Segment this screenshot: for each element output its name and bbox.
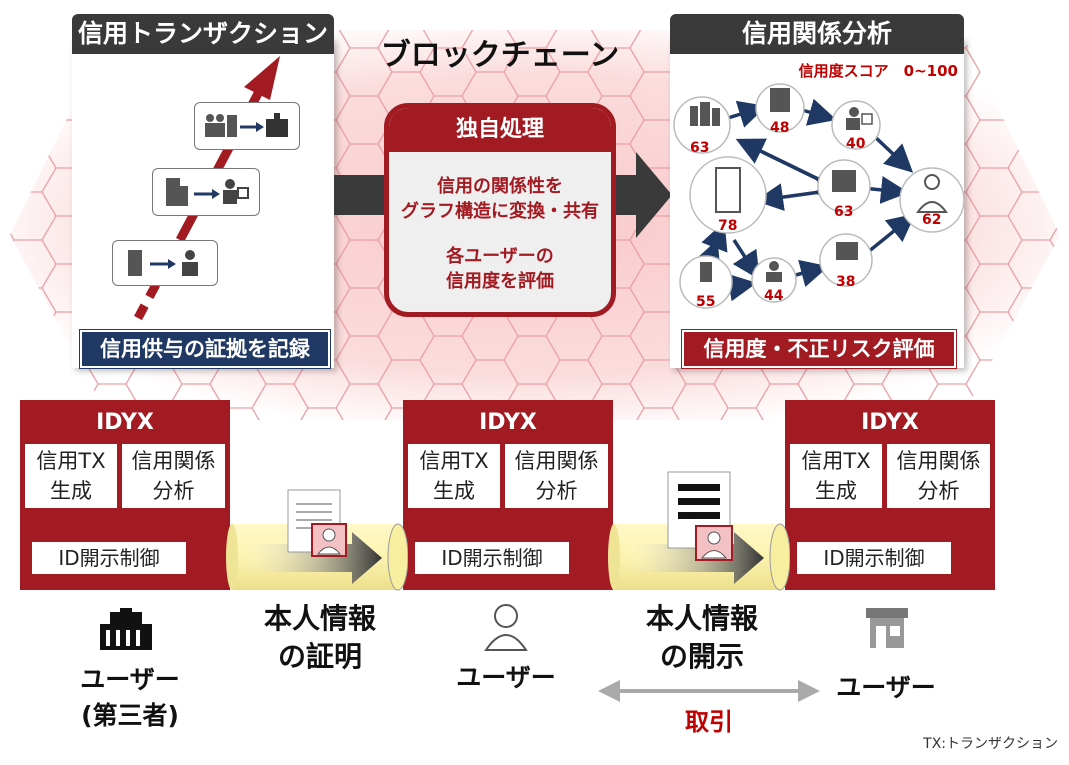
disclosure-pipe	[608, 471, 790, 591]
risk-evaluation-label: 信用度・不正リスク評価	[681, 329, 957, 369]
idyx-title: IDYX	[861, 410, 919, 435]
user-person-icon	[484, 604, 528, 651]
third-party-building-icon	[100, 608, 152, 650]
process-line-3: 各ユーザーの	[446, 246, 554, 267]
node-score: 44	[764, 288, 784, 304]
blockchain-title: ブロックチェーン	[380, 38, 620, 73]
record-evidence-label: 信用供与の証拠を記録	[79, 329, 331, 369]
flow-arrow-to-analysis	[616, 152, 672, 238]
node-score: 63	[834, 204, 853, 220]
process-line-2: グラフ構造に変換・共有	[401, 201, 599, 222]
process-line-1: 信用の関係性を	[437, 176, 563, 197]
store-icon	[866, 608, 908, 648]
footnote: TX:トランザクション	[923, 736, 1058, 752]
node-score: 38	[836, 274, 855, 290]
flow-arrow-to-process	[334, 175, 386, 215]
node-score: 62	[922, 212, 941, 228]
id-disclosure-control: ID開示制御	[32, 542, 186, 574]
credit-relationship-cell: 信用関係分析	[887, 444, 990, 508]
node-score: 55	[696, 294, 715, 310]
node-score: 78	[718, 218, 737, 234]
credit-graph: 63 48 40 78 63 62 55 44 38	[673, 83, 964, 310]
node-score: 48	[770, 120, 789, 136]
proof-label: 本人情報の証明	[263, 602, 376, 673]
idyx-title: IDYX	[96, 410, 154, 435]
disclosure-label: 本人情報の開示	[645, 602, 758, 673]
id-disclosure-control: ID開示制御	[415, 542, 569, 574]
center-user-label: ユーザー	[456, 663, 556, 692]
id-disclosure-control: ID開示制御	[797, 542, 951, 574]
third-party-user-label: ユーザー(第三者)	[80, 665, 180, 730]
transaction-icon-group-to-company	[194, 102, 300, 150]
node-score: 40	[846, 136, 866, 152]
transaction-icon-building-to-worker	[152, 168, 260, 216]
credit-transaction-title: 信用トランザクション	[72, 14, 334, 54]
proprietary-processing-title: 独自処理	[389, 108, 611, 152]
credit-score-range: 信用度スコア 0~100	[798, 62, 958, 80]
credit-relationship-title: 信用関係分析	[670, 14, 964, 54]
transaction-icon-office-to-person	[112, 240, 218, 286]
process-line-4: 信用度を評価	[446, 271, 554, 292]
node-score: 63	[690, 140, 709, 156]
credit-relationship-cell: 信用関係分析	[122, 444, 225, 508]
trade-arrow	[598, 680, 820, 702]
trade-label: 取引	[685, 708, 733, 736]
store-user-label: ユーザー	[836, 673, 936, 702]
idyx-title: IDYX	[479, 410, 537, 435]
credit-relationship-cell: 信用関係分析	[505, 444, 608, 508]
proprietary-processing-box: 独自処理 信用の関係性を グラフ構造に変換・共有 各ユーザーの 信用度を評価	[384, 103, 616, 317]
proof-pipe	[226, 489, 408, 591]
